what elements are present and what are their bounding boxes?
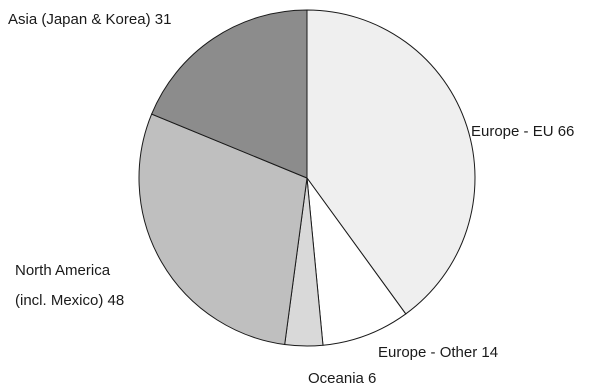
pie-slice-europe-other bbox=[306, 176, 407, 346]
pie-slice-north-america-incl-mexico bbox=[138, 113, 308, 346]
slice-label-oceania: Oceania 6 bbox=[308, 370, 376, 387]
slice-label-europe-eu: Europe - EU 66 bbox=[471, 123, 574, 140]
slice-label-asia: Asia (Japan & Korea) 31 bbox=[8, 11, 171, 28]
slice-label-north-america: North America (incl. Mexico) 48 bbox=[15, 262, 124, 309]
pie-slice-asia-japan-korea bbox=[150, 9, 308, 179]
pie-slices bbox=[138, 9, 476, 347]
pie-labels: Europe - EU 66 Europe - Other 14 Oceania… bbox=[8, 11, 574, 387]
pie-slice-europe-eu bbox=[306, 9, 476, 315]
slice-label-europe-other: Europe - Other 14 bbox=[378, 344, 498, 361]
